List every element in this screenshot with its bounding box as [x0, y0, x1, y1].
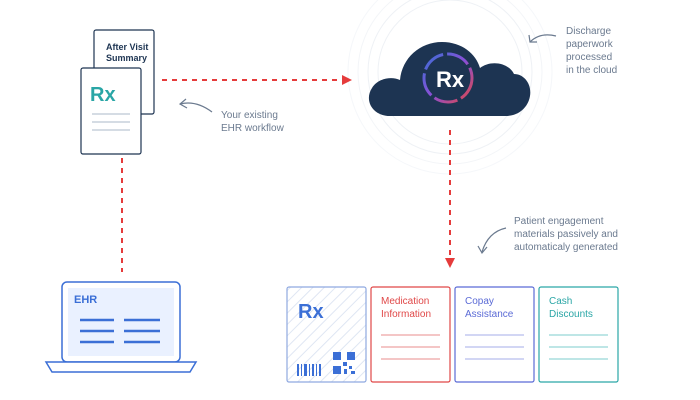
arrow-documents-to-cloud	[162, 75, 352, 85]
rx-card: Rx	[286, 286, 367, 383]
cash-discounts-card: Cash Discounts	[538, 286, 619, 383]
after-visit-summary-title-line1: After Visit	[106, 42, 148, 52]
copay-card-title-line1: Copay	[465, 296, 494, 307]
cloud-shape: Rx	[368, 42, 531, 116]
qr-code-icon	[333, 352, 355, 374]
cloud-pointer-arrow	[528, 34, 557, 43]
ehr-workflow-pointer-arrow	[178, 98, 213, 113]
svg-text:Rx: Rx	[298, 301, 324, 323]
svg-text:Rx: Rx	[90, 84, 116, 106]
cloud-annotation-line2: paperwork	[566, 39, 614, 50]
cash-card-title-line2: Discounts	[549, 309, 593, 320]
cloud-annotation-line1: Discharge	[566, 26, 611, 37]
svg-text:Rx: Rx	[436, 67, 465, 92]
copay-card-title-line2: Assistance	[465, 309, 514, 320]
arrow-cloud-to-cards	[445, 130, 455, 268]
medication-information-card: Medication Information	[370, 286, 451, 383]
medication-card-title-line1: Medication	[381, 296, 429, 307]
engagement-annotation-line3: automaticaly generated	[514, 242, 618, 253]
rx-card-icon: Rx	[298, 301, 324, 323]
medication-card-title-line2: Information	[381, 309, 431, 320]
ehr-workflow-annotation-line2: EHR workflow	[221, 123, 285, 134]
cloud-rx-logo: Rx	[422, 52, 474, 104]
engagement-annotation-line1: Patient engagement	[514, 216, 604, 227]
engagement-annotation-line2: materials passively and	[514, 229, 618, 240]
engagement-pointer-arrow	[477, 227, 507, 255]
after-visit-summary-title-line2: Summary	[106, 53, 147, 63]
ehr-workflow-annotation-line1: Your existing	[221, 110, 278, 121]
ehr-label: EHR	[74, 294, 97, 306]
rx-document: Rx	[80, 67, 142, 155]
barcode-icon	[297, 364, 321, 376]
cloud-annotation-line4: in the cloud	[566, 65, 617, 76]
cash-card-title-line1: Cash	[549, 296, 572, 307]
cloud-annotation-line3: processed	[566, 52, 612, 63]
copay-assistance-card: Copay Assistance	[454, 286, 535, 383]
rx-icon: Rx	[90, 84, 116, 106]
ehr-laptop: EHR	[44, 281, 198, 373]
